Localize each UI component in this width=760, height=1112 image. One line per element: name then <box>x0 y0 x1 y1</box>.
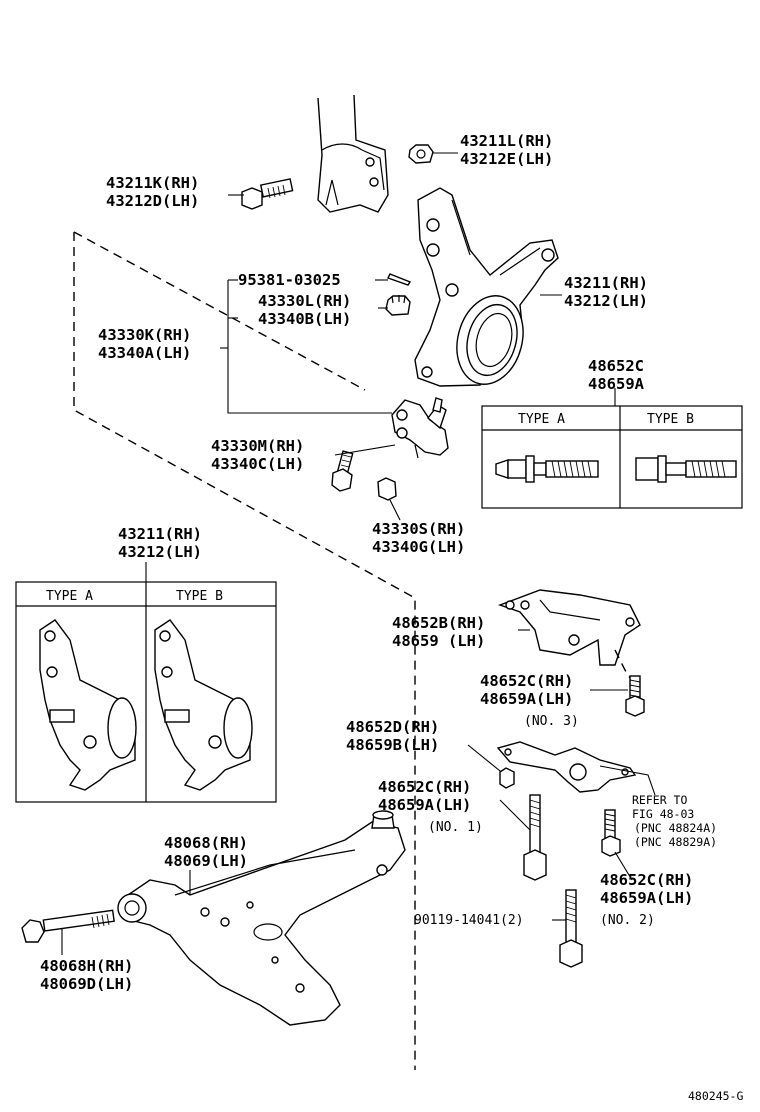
bolt-no2-icon <box>601 809 621 857</box>
label-43212-b: 43212(LH) <box>118 543 202 561</box>
label-pnc-2: (PNC 48829A) <box>634 835 717 849</box>
type-a-bolt-icon <box>495 455 599 483</box>
label-43340A: 43340A(LH) <box>98 344 191 362</box>
castle-nut-icon <box>385 295 411 316</box>
label-43340G: 43340G(LH) <box>372 538 465 556</box>
label-48659A-no2: 48659A(LH) <box>600 889 693 907</box>
nut-43330S-icon <box>377 477 401 521</box>
bolt-90119-icon <box>559 889 583 968</box>
label-48069D: 48069D(LH) <box>40 975 133 993</box>
type-b-right-header: TYPE B <box>647 412 694 427</box>
type-a-left-header: TYPE A <box>46 589 93 604</box>
knuckle-type-a-icon <box>39 619 137 791</box>
label-95381: 95381-03025 <box>238 271 341 289</box>
nut-43211L-icon <box>408 144 434 164</box>
label-pnc-1: (PNC 48824A) <box>634 821 717 835</box>
strut-illustration <box>317 94 389 213</box>
type-box-left <box>15 562 277 803</box>
label-43330S: 43330S(RH) <box>372 520 465 538</box>
knuckle-type-b-icon <box>154 619 253 791</box>
label-43212D: 43212D(LH) <box>106 192 199 210</box>
bracket-48652B-illustration <box>497 589 641 666</box>
label-48659A-top: 48659A <box>588 375 645 393</box>
label-no2: (NO. 2) <box>600 913 655 928</box>
label-43211-b: 43211(RH) <box>118 525 202 543</box>
label-no3: (NO. 3) <box>524 714 579 729</box>
label-48652B: 48652B(RH) <box>392 614 485 632</box>
label-48652C-no3: 48652C(RH) <box>480 672 573 690</box>
label-48652C-top: 48652C <box>588 357 644 375</box>
label-no1: (NO. 1) <box>428 820 483 835</box>
bolt-43211K-icon <box>241 178 294 210</box>
type-a-right-header: TYPE A <box>518 412 565 427</box>
bolt-48068H-icon <box>21 909 115 943</box>
label-43340C: 43340C(LH) <box>211 455 304 473</box>
label-43330L: 43330L(RH) <box>258 292 351 310</box>
label-43330M: 43330M(RH) <box>211 437 304 455</box>
label-90119: 90119-14041(2) <box>414 913 524 928</box>
label-48659: 48659 (LH) <box>392 632 485 650</box>
label-48659B: 48659B(LH) <box>346 736 439 754</box>
lower-control-arm-illustration <box>117 810 406 1026</box>
label-43211L: 43211L(RH) <box>460 132 553 150</box>
type-box-right <box>481 388 743 509</box>
label-48659A-no1: 48659A(LH) <box>378 796 471 814</box>
label-43212: 43212(LH) <box>564 292 648 310</box>
cotter-pin-icon <box>387 273 412 286</box>
label-48652C-no1: 48652C(RH) <box>378 778 471 796</box>
label-refer-fig: FIG 48-03 <box>632 807 694 821</box>
bolt-no3-icon <box>625 675 645 717</box>
nut-no1-icon <box>499 767 515 789</box>
ball-joint-illustration <box>391 397 449 459</box>
type-b-bolt-icon <box>635 455 737 483</box>
label-48068H: 48068H(RH) <box>40 957 133 975</box>
figure-code: 480245-G <box>688 1089 743 1103</box>
label-43212E: 43212E(LH) <box>460 150 553 168</box>
label-48659A-no3: 48659A(LH) <box>480 690 573 708</box>
label-refer-to: REFER TO <box>632 793 687 807</box>
bolt-no1-icon <box>523 794 547 881</box>
label-43330K: 43330K(RH) <box>98 326 191 344</box>
label-48068: 48068(RH) <box>164 834 248 852</box>
label-48652D: 48652D(RH) <box>346 718 439 736</box>
label-48069: 48069(LH) <box>164 852 248 870</box>
bracket-48652D-illustration <box>496 741 637 793</box>
label-48652C-no2: 48652C(RH) <box>600 871 693 889</box>
steering-knuckle-illustration <box>414 187 559 387</box>
label-43340B: 43340B(LH) <box>258 310 351 328</box>
label-43211: 43211(RH) <box>564 274 648 292</box>
bolt-43330M-icon <box>331 450 354 492</box>
type-b-left-header: TYPE B <box>176 589 223 604</box>
label-43211K: 43211K(RH) <box>106 174 199 192</box>
